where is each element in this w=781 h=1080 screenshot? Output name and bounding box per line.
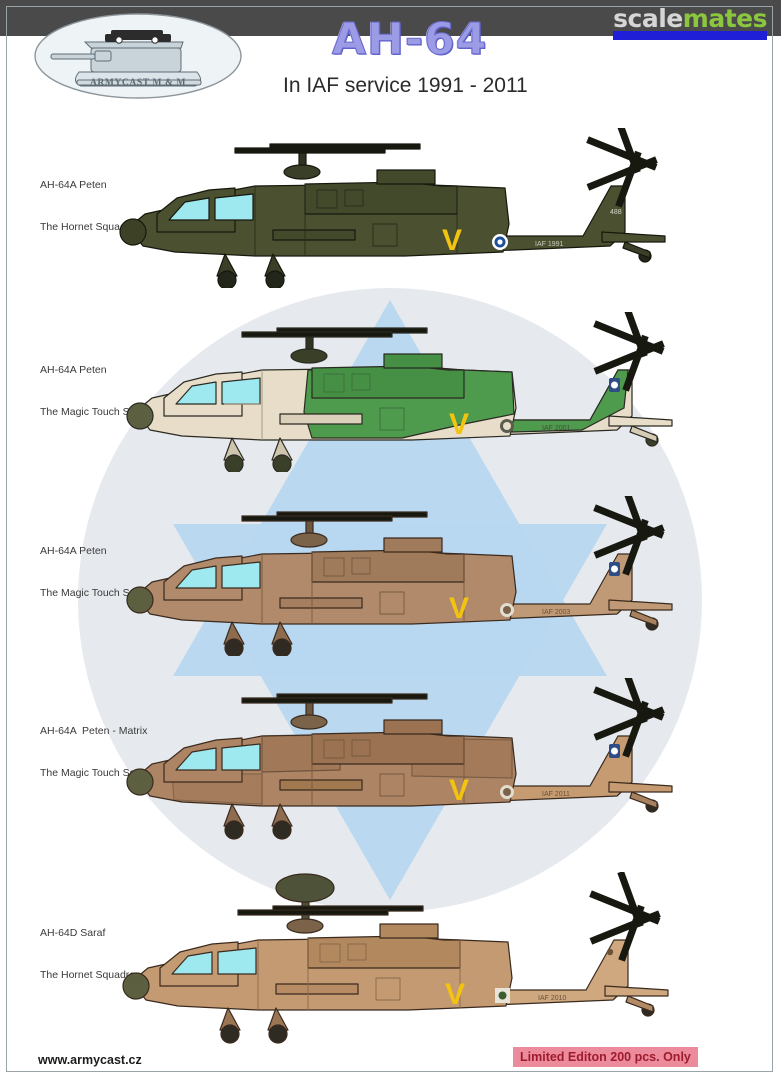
marking-v-1: V — [442, 224, 462, 257]
caption-line1: AH-64A Peten - Matrix — [40, 725, 148, 737]
roundel-star-of-david-3 — [500, 603, 514, 617]
fin-marking-5 — [606, 948, 614, 956]
aircraft-profile-1: V IAF 1991 488 — [119, 128, 666, 288]
fin-serial-1: 488 — [610, 209, 622, 216]
caption-line1: AH-64A Peten — [40, 364, 107, 376]
roundel-star-of-david-2 — [500, 419, 514, 433]
fin-badge-3 — [609, 562, 620, 576]
tail-serial-1: IAF 1991 — [535, 241, 564, 248]
marking-v-3: V — [449, 592, 469, 625]
marking-v-2: V — [449, 408, 469, 441]
aircraft-profile-4: V IAF 2011 — [126, 678, 673, 840]
scalemates-watermark: scalemates — [613, 6, 767, 31]
longbow-radar-dome — [275, 873, 335, 903]
fin-badge-4 — [609, 744, 620, 758]
website-text: www.armycast.cz — [38, 1053, 142, 1067]
watermark-scale-text: scale — [613, 4, 683, 33]
armycast-logo-text: ARMYCAST M & M — [90, 78, 186, 88]
aircraft-profile-2: V IAF 2001 — [126, 312, 673, 472]
roundel-star-of-david-1 — [492, 234, 508, 250]
watermark-underline-bar — [613, 31, 767, 40]
caption-line1: AH-64A Peten — [40, 179, 107, 191]
marking-v-5: V — [445, 978, 465, 1011]
armycast-logo: ARMYCAST M & M — [34, 13, 242, 99]
page-subtitle: In IAF service 1991 - 2011 — [283, 74, 528, 97]
marking-v-4: V — [449, 774, 469, 807]
roundel-star-of-david-4 — [500, 785, 514, 799]
tail-serial-4: IAF 2011 — [542, 791, 570, 798]
aircraft-profile-5: V IAF 2010 — [122, 872, 669, 1044]
page-title: AH-64 — [331, 14, 488, 66]
tail-serial-2: IAF 2001 — [542, 425, 571, 432]
watermark-mates-text: mates — [682, 4, 768, 33]
fin-badge-2 — [609, 378, 620, 392]
tail-serial-5: IAF 2010 — [538, 995, 567, 1002]
roundel-star-of-david-5 — [495, 988, 510, 1003]
aircraft-profile-3: V IAF 2003 — [126, 496, 673, 656]
limited-edition-badge: Limited Editon 200 pcs. Only — [513, 1047, 698, 1067]
caption-line1: AH-64A Peten — [40, 545, 107, 557]
tail-serial-3: IAF 2003 — [542, 609, 571, 616]
caption-line1: AH-64D Saraf — [40, 927, 106, 939]
